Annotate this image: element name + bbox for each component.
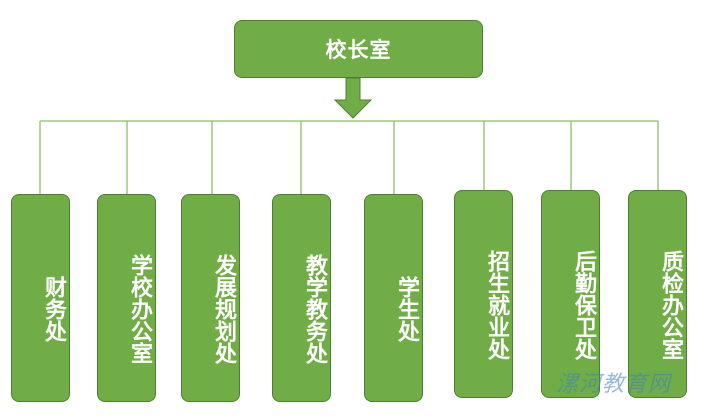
root-node-principal-office[interactable]: 校长室 <box>234 20 483 78</box>
dept-node-admissions-employment[interactable]: 招生就业处 <box>454 190 513 398</box>
dept-node-teaching-affairs[interactable]: 教学教务处 <box>272 194 331 402</box>
watermark-text: 漯河教育网 <box>556 372 672 397</box>
dept-node-quality-inspection[interactable]: 质检办公室 <box>628 190 687 398</box>
dept-node-logistics-security[interactable]: 后勤保卫处 <box>541 190 600 398</box>
dept-node-development-planning[interactable]: 发展规划处 <box>181 194 240 402</box>
dept-node-student-affairs[interactable]: 学生处 <box>364 194 423 402</box>
down-arrow-icon <box>333 77 373 119</box>
dept-node-finance[interactable]: 财务处 <box>11 194 70 402</box>
dept-node-school-office[interactable]: 学校办公室 <box>97 194 156 402</box>
